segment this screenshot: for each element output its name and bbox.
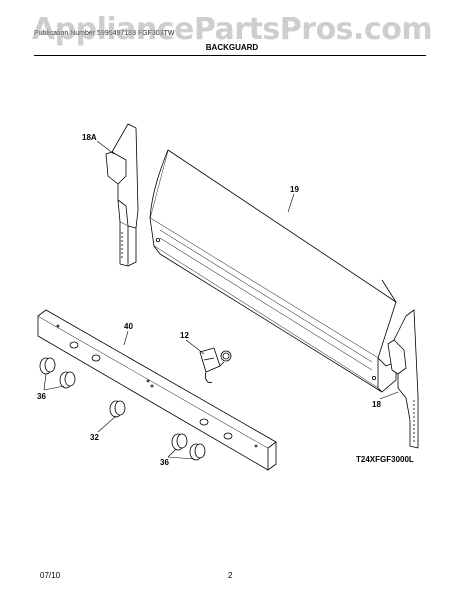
control-panel-40	[37, 309, 277, 471]
model-id: T24XFGF3000L	[356, 455, 414, 464]
callout-32: 32	[90, 433, 99, 442]
valve-assembly-12	[199, 347, 232, 383]
publication-line: Publication Number 5995497183 FGF303TW	[34, 30, 175, 37]
left-side-bracket-18a	[105, 123, 139, 267]
control-knobs-36-upper	[39, 357, 76, 389]
callout-12: 12	[180, 331, 189, 340]
callout-36-lower: 36	[160, 458, 169, 467]
callout-36-upper: 36	[37, 392, 46, 401]
callout-18: 18	[372, 400, 381, 409]
leader-lines	[43, 140, 399, 460]
callout-40: 40	[124, 322, 133, 331]
footer-date: 07/10	[40, 571, 61, 580]
header-rule	[34, 55, 426, 56]
callout-19: 19	[290, 185, 299, 194]
backguard-panel-19	[149, 149, 397, 393]
section-title: BACKGUARD	[205, 43, 259, 52]
footer-page-number: 2	[228, 571, 233, 580]
callout-18a: 18A	[82, 133, 97, 142]
watermark-logo: AppliancePartsPros.com	[31, 12, 433, 47]
control-knob-32	[109, 400, 126, 418]
right-side-bracket-18	[387, 309, 419, 449]
control-knobs-36-lower	[171, 433, 206, 461]
